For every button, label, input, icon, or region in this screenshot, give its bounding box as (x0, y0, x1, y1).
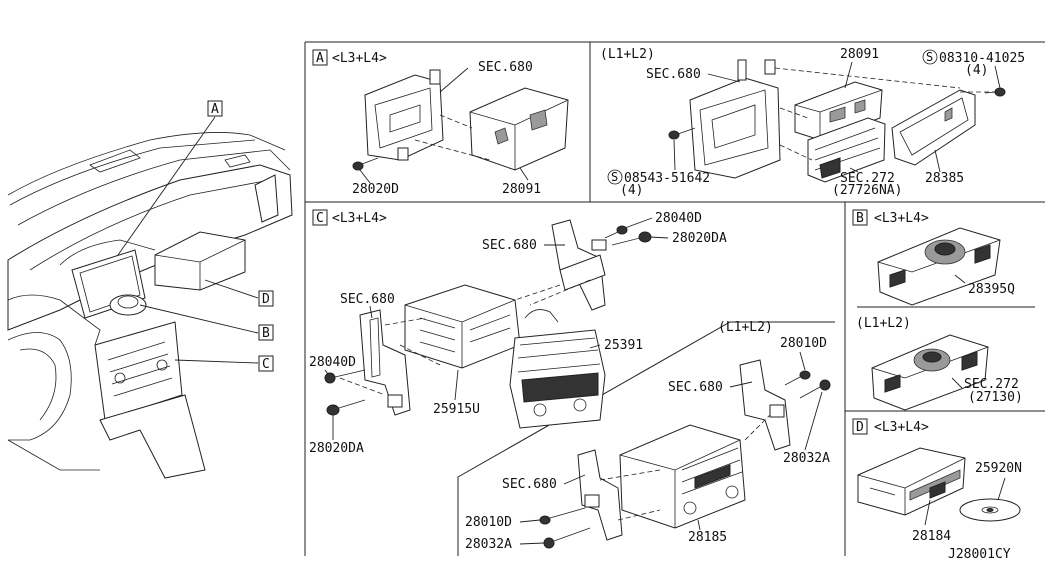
panel-frames (304, 41, 1045, 556)
bracket-c-mid (739, 359, 791, 451)
callout-d[interactable]: D (258, 290, 274, 307)
label-sec272-b: SEC.272 (964, 377, 1019, 392)
panel-b-letter: B (856, 211, 864, 226)
callout-a-label: A (211, 102, 219, 117)
label-28032a-low: 28032A (465, 537, 512, 552)
bolt-28010d-low (539, 507, 586, 525)
callout-b-label: B (262, 326, 270, 341)
callout-c-label: C (262, 357, 270, 372)
callout-c[interactable]: C (258, 355, 274, 372)
panel-c-header: C <L3+L4> (312, 209, 387, 226)
bracket-a-right (689, 59, 781, 179)
label-28385: 28385 (925, 171, 964, 186)
label-08543: 08543-51642 (624, 171, 710, 186)
label-28091-right: 28091 (840, 47, 879, 62)
label-28010d-top: 28010D (780, 336, 827, 351)
bracket-c-left (359, 309, 411, 416)
callout-a[interactable]: A (207, 100, 223, 117)
drive-28184 (857, 447, 966, 516)
label-25920n: 25920N (975, 461, 1022, 476)
unit-25915u (404, 284, 521, 369)
label-sec680-a-right: SEC.680 (646, 67, 701, 82)
panel-a-letter: A (316, 51, 324, 66)
connector-wire (524, 309, 559, 323)
screw-marker-letter: S (926, 50, 933, 64)
panel-b-variant-bottom: (L1+L2) (856, 316, 911, 331)
label-28185: 28185 (688, 530, 727, 545)
panel-a-variant-left: <L3+L4> (332, 51, 387, 66)
label-28010d-low: 28010D (465, 515, 512, 530)
bolt-28032a-right (799, 379, 831, 399)
label-08543-qty: (4) (620, 183, 643, 198)
panel-a-header: A <L3+L4> (312, 49, 387, 66)
label-27130: (27130) (968, 390, 1023, 405)
panel-a-variant-right: (L1+L2) (600, 47, 655, 62)
label-sec680-c-top: SEC.680 (482, 238, 537, 253)
panel-d-header: D <L3+L4> (852, 418, 929, 435)
bolt-28032a-low (543, 527, 591, 549)
screw-bottom-a (668, 127, 696, 140)
dashboard-illustration (7, 116, 293, 479)
label-sec272-a: SEC.272 (840, 171, 895, 186)
label-28032a-right: 28032A (783, 451, 830, 466)
bolt-28040d-top (604, 225, 628, 239)
hvac-panel-a-right (807, 117, 886, 183)
bolt-28020da-top (611, 231, 652, 246)
label-sec680-c-left: SEC.680 (340, 292, 395, 307)
label-28020d: 28020D (352, 182, 399, 197)
label-08310: 08310-41025 (939, 51, 1025, 66)
screw-marker-letter: S (611, 170, 618, 184)
panel-b-variant-top: <L3+L4> (874, 211, 929, 226)
label-28040d-top: 28040D (655, 211, 702, 226)
display-unit-a-left (469, 87, 569, 171)
bolt-28010d-top (784, 370, 811, 386)
bolt-28040d-left (324, 369, 366, 384)
radio-28185 (619, 424, 746, 529)
label-28020da-left: 28020DA (309, 441, 364, 456)
cover-28385 (891, 89, 976, 166)
bracket-c-low (577, 449, 623, 541)
bolt-28020d (352, 157, 379, 171)
panel-d-variant: <L3+L4> (874, 420, 929, 435)
callout-b[interactable]: B (258, 324, 274, 341)
label-27726na: (27726NA) (832, 183, 902, 198)
label-25391: 25391 (604, 338, 643, 353)
controller-25391 (509, 329, 606, 429)
bracket-a-left (364, 69, 444, 161)
label-28395q: 28395Q (968, 282, 1015, 297)
panel-c-letter: C (316, 211, 324, 226)
callout-d-label: D (262, 292, 270, 307)
diagram-id: J28001CY (948, 547, 1011, 562)
bracket-c-top (551, 219, 607, 311)
panel-c-variant: <L3+L4> (332, 211, 387, 226)
panel-d-letter: D (856, 420, 864, 435)
label-sec680-c-mid: SEC.680 (668, 380, 723, 395)
disc-25920n (959, 498, 1021, 522)
label-sec680-a: SEC.680 (478, 60, 533, 75)
label-sec680-c-low: SEC.680 (502, 477, 557, 492)
label-28184: 28184 (912, 529, 951, 544)
label-28020da-top: 28020DA (672, 231, 727, 246)
label-08310-qty: (4) (965, 63, 988, 78)
controller-27130 (871, 334, 989, 411)
controller-28395q (877, 227, 1001, 306)
label-25915u: 25915U (433, 402, 480, 417)
bolt-28020da-left (326, 399, 366, 416)
display-unit-a-right (794, 81, 883, 141)
label-28091-left: 28091 (502, 182, 541, 197)
label-28040d-left: 28040D (309, 355, 356, 370)
panel-c-variant-lower: (L1+L2) (718, 320, 773, 335)
panel-b-header: B <L3+L4> (852, 209, 929, 226)
